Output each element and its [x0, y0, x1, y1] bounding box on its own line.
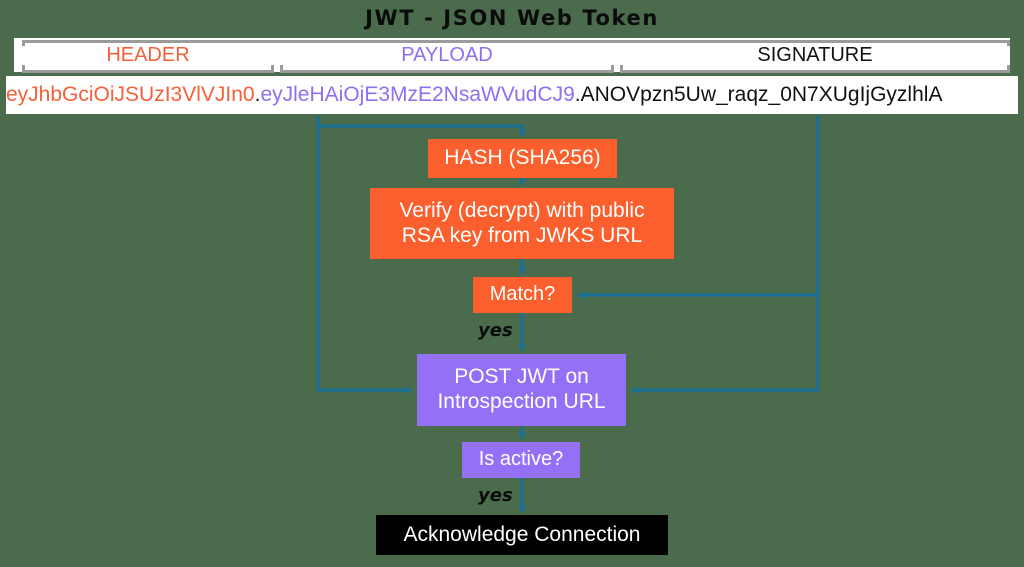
flow-node-verify[interactable]: Verify (decrypt) with public RSA key fro…: [370, 188, 674, 259]
token-signature-value: ANOVpzn5Uw_raqz_0N7XUgIjGyzlhlA: [580, 83, 943, 106]
jwt-token-string: eyJhbGciOiJSUzI3VlVJIn0 . eyJleHAiOjE3Mz…: [6, 76, 1018, 114]
bracket-bottom-tick-2: [271, 65, 274, 71]
bracket-bottom-line-signature: [620, 70, 1010, 73]
bracket-bottom-tick-5: [620, 65, 623, 71]
flow-node-post-jwt[interactable]: POST JWT on Introspection URL: [417, 354, 626, 426]
bracket-bottom-tick-3: [280, 65, 283, 71]
bracket-top-tick-left: [22, 40, 25, 46]
token-label-signature: SIGNATURE: [757, 44, 873, 66]
edge-header-to-hash: [316, 116, 526, 137]
edge-label-yes-active: yes: [478, 485, 513, 506]
edge-label-yes-match: yes: [478, 320, 513, 341]
token-payload-value: eyJleHAiOjE3MzE2NsaWVudCJ9: [260, 83, 575, 106]
bracket-bottom-tick-1: [22, 65, 25, 71]
token-separator-1: .: [254, 83, 261, 106]
bracket-bottom-tick-6: [1007, 65, 1010, 71]
bracket-bottom-tick-4: [611, 65, 614, 71]
bracket-bottom-line-header: [22, 70, 274, 73]
token-separator-2: .: [574, 83, 581, 106]
bracket-bottom-line-payload: [280, 70, 614, 73]
bracket-top-line: [22, 40, 1010, 43]
flow-node-hash[interactable]: HASH (SHA256): [428, 139, 617, 178]
flow-node-match[interactable]: Match?: [473, 277, 572, 313]
bracket-top-tick-right: [1007, 40, 1010, 46]
token-label-header: HEADER: [106, 44, 190, 66]
flow-node-is-active[interactable]: Is active?: [462, 442, 580, 478]
token-header-value: eyJhbGciOiJSUzI3VlVJIn0: [6, 83, 255, 106]
flow-node-acknowledge[interactable]: Acknowledge Connection: [376, 515, 668, 555]
token-label-bar: [14, 38, 1010, 72]
page-title: JWT - JSON Web Token: [365, 6, 659, 30]
token-label-payload: PAYLOAD: [401, 44, 493, 66]
